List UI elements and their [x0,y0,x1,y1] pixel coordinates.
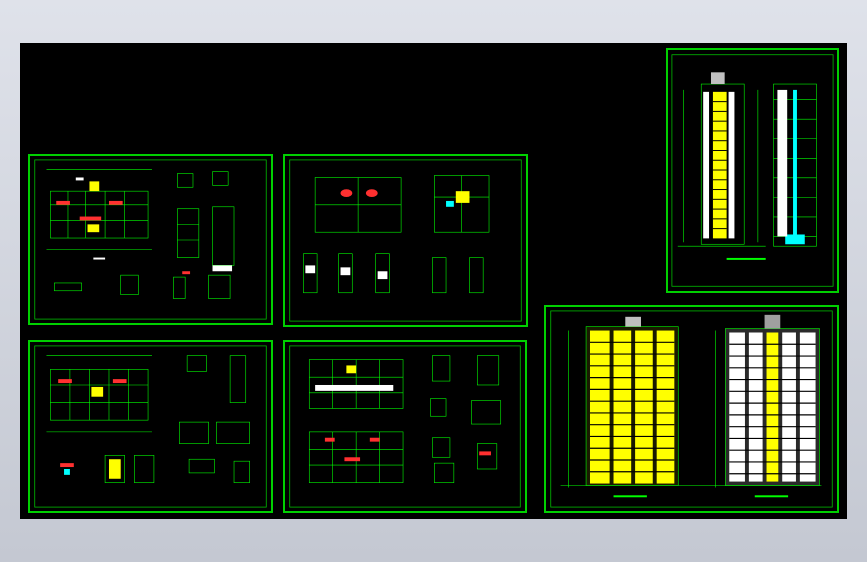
side-elevations-drawing [671,54,834,287]
floor-plans-c-drawing [289,345,521,508]
floor-plan-b-drawing [34,345,267,508]
cad-model-space[interactable] [20,43,847,519]
sheet-front-elevations[interactable] [544,305,839,513]
roof-plan-drawing [289,159,522,322]
sheet-side-elevations[interactable] [666,48,839,293]
sheet-floor-plans-c[interactable] [283,340,527,513]
sheet-roof-plan[interactable] [283,154,528,327]
floor-plan-a-drawing [34,159,267,320]
sheet-floor-plan-b[interactable] [28,340,273,513]
sheet-floor-plan-a[interactable] [28,154,273,325]
front-elevations-drawing [550,310,833,508]
